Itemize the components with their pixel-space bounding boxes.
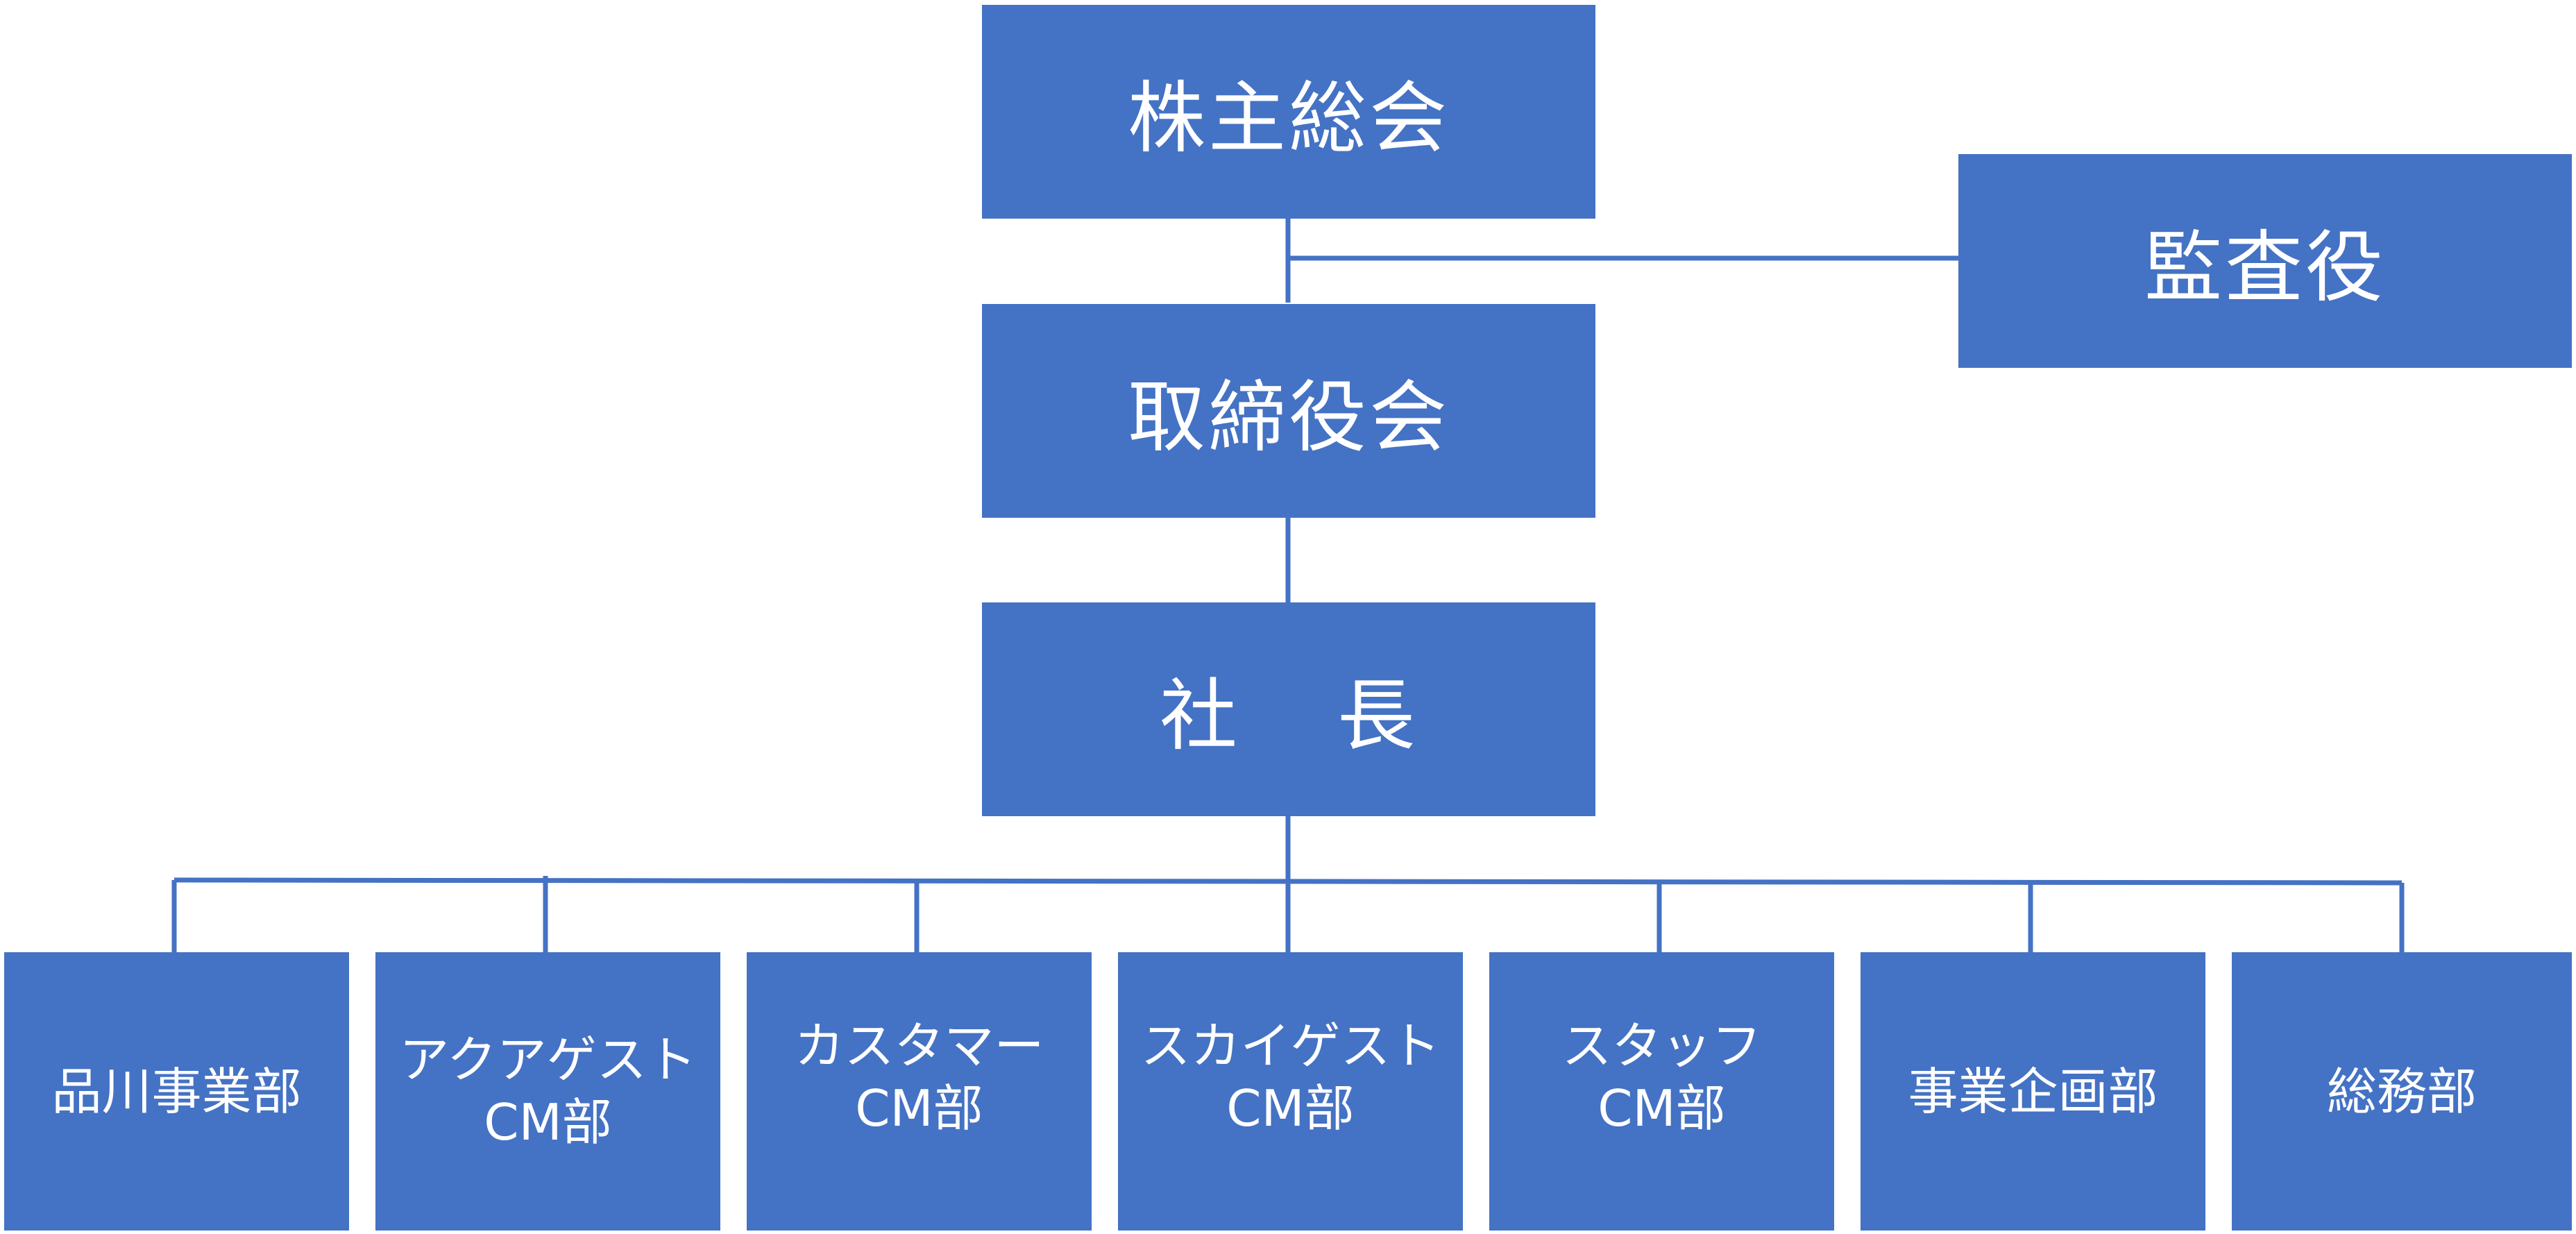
department-label-7: 総務部: [2326, 1062, 2477, 1121]
department-box-5: スタッフ CM部: [1489, 952, 1834, 1231]
president-label-char-1: 社: [1160, 671, 1240, 761]
connector-department-bus: [173, 877, 2403, 886]
shareholders-meeting-label: 株主総会: [1128, 74, 1450, 164]
department-label-4: スカイゲスト CM部: [1140, 1017, 1441, 1138]
department-box-7: 総務部: [2232, 952, 2572, 1231]
president-label: 社 長: [1160, 653, 1418, 766]
department-label-6: 事業企画部: [1908, 1062, 2158, 1121]
board-of-directors-box: 取締役会: [982, 304, 1595, 518]
department-box-4: スカイゲスト CM部: [1118, 952, 1463, 1231]
auditor-box: 監査役: [1958, 154, 2572, 368]
department-box-6: 事業企画部: [1861, 952, 2205, 1231]
department-label-2: アクアゲスト CM部: [399, 1031, 697, 1151]
board-of-directors-label: 取締役会: [1128, 373, 1450, 463]
president-box: 社 長: [982, 602, 1595, 816]
department-label-5: スタッフ CM部: [1561, 1017, 1762, 1138]
department-label-3: カスタマー CM部: [794, 1017, 1044, 1138]
department-label-1: 品川事業部: [51, 1062, 302, 1121]
department-box-1: 品川事業部: [4, 952, 349, 1231]
president-label-char-2: 長: [1337, 671, 1418, 761]
shareholders-meeting-box: 株主総会: [982, 5, 1595, 219]
department-box-3: カスタマー CM部: [747, 952, 1092, 1231]
auditor-label: 監査役: [2144, 223, 2386, 313]
department-box-2: アクアゲスト CM部: [375, 952, 720, 1231]
